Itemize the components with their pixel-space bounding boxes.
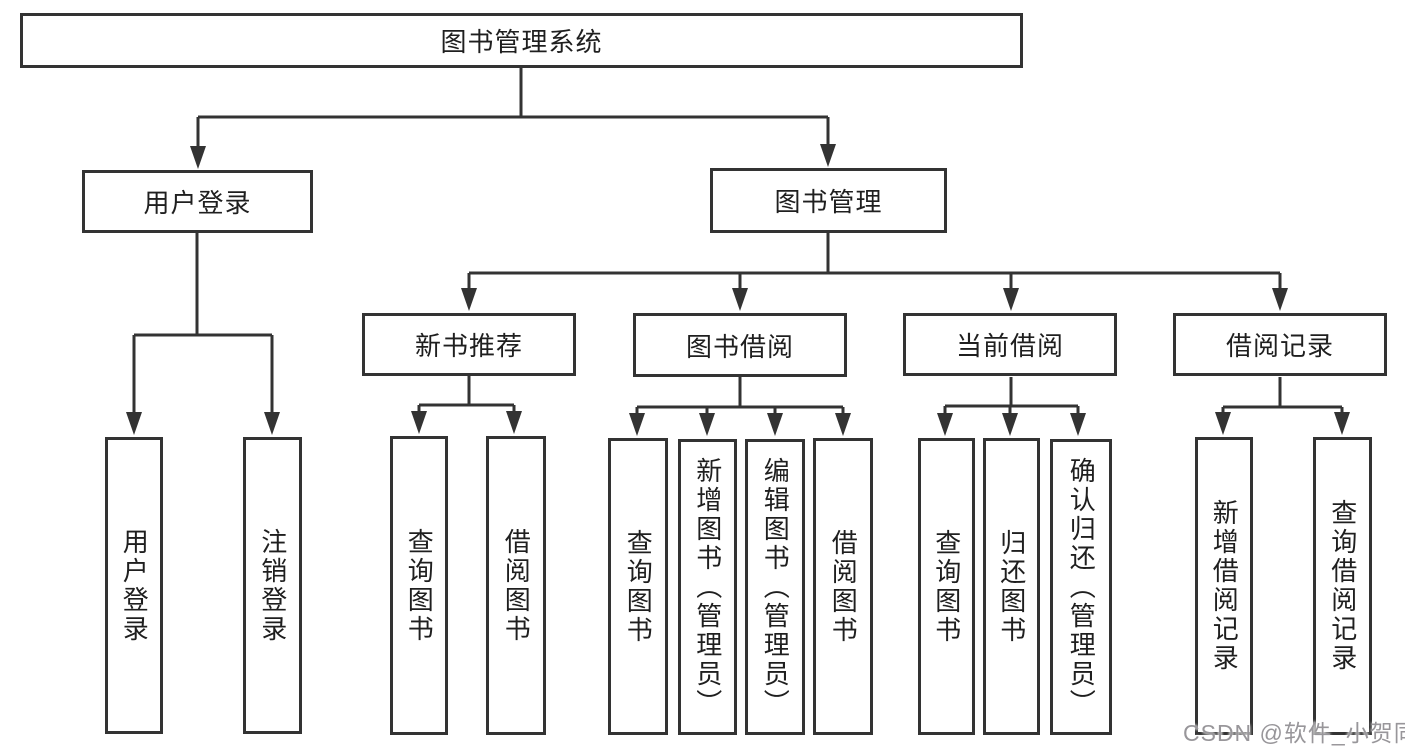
- node-book-borrowing-label: 图书借阅: [685, 331, 794, 362]
- node-book-borrowing: 图书借阅: [633, 313, 847, 377]
- leaf-cb-return-books: 归还图书: [983, 438, 1040, 735]
- leaf-nbr-query-books-label: 查询图书: [404, 527, 435, 644]
- node-root-label: 图书管理系统: [440, 27, 603, 57]
- leaf-cb-confirm-return-admin: 确认归还（管理员）: [1050, 439, 1112, 735]
- watermark: CSDN @软件_小贺同学: [1183, 720, 1405, 746]
- leaf-cb-query-books-label: 查询图书: [931, 528, 962, 645]
- leaf-cb-confirm-return-admin-label: 确认归还（管理员）: [1066, 456, 1097, 718]
- node-new-book-recommend: 新书推荐: [362, 313, 576, 376]
- node-book-management: 图书管理: [710, 168, 947, 233]
- leaf-user-login: 用户登录: [105, 437, 163, 734]
- node-book-management-label: 图书管理: [774, 187, 883, 217]
- leaf-cb-return-books-label: 归还图书: [996, 528, 1027, 645]
- leaf-bb-query-books: 查询图书: [608, 438, 668, 735]
- node-user-login: 用户登录: [82, 170, 313, 233]
- leaf-br-add-record: 新增借阅记录: [1195, 437, 1253, 735]
- leaf-br-query-record-label: 查询借阅记录: [1327, 499, 1358, 673]
- leaf-nbr-query-books: 查询图书: [390, 436, 448, 735]
- node-borrow-records: 借阅记录: [1173, 313, 1387, 376]
- node-user-login-label: 用户登录: [143, 188, 252, 218]
- leaf-bb-edit-books-admin: 编辑图书（管理员）: [745, 439, 805, 735]
- node-current-borrowing: 当前借阅: [903, 313, 1117, 376]
- node-root: 图书管理系统: [20, 13, 1023, 68]
- node-current-borrowing-label: 当前借阅: [955, 331, 1064, 361]
- leaf-bb-borrow-books: 借阅图书: [813, 438, 873, 735]
- leaf-nbr-borrow-books-label: 借阅图书: [501, 527, 532, 644]
- leaf-br-add-record-label: 新增借阅记录: [1209, 499, 1240, 673]
- node-borrow-records-label: 借阅记录: [1225, 331, 1334, 361]
- leaf-bb-add-books-admin-label: 新增图书（管理员）: [692, 456, 723, 718]
- leaf-bb-add-books-admin: 新增图书（管理员）: [678, 439, 737, 735]
- leaf-bb-query-books-label: 查询图书: [623, 528, 654, 645]
- leaf-bb-borrow-books-label: 借阅图书: [828, 528, 859, 645]
- leaf-logout: 注销登录: [243, 437, 302, 734]
- leaf-bb-edit-books-admin-label: 编辑图书（管理员）: [760, 456, 791, 718]
- node-new-book-recommend-label: 新书推荐: [414, 331, 523, 361]
- leaf-user-login-label: 用户登录: [119, 527, 150, 644]
- leaf-nbr-borrow-books: 借阅图书: [486, 436, 546, 735]
- leaf-cb-query-books: 查询图书: [918, 438, 975, 735]
- leaf-logout-label: 注销登录: [257, 527, 288, 644]
- leaf-br-query-record: 查询借阅记录: [1313, 437, 1372, 735]
